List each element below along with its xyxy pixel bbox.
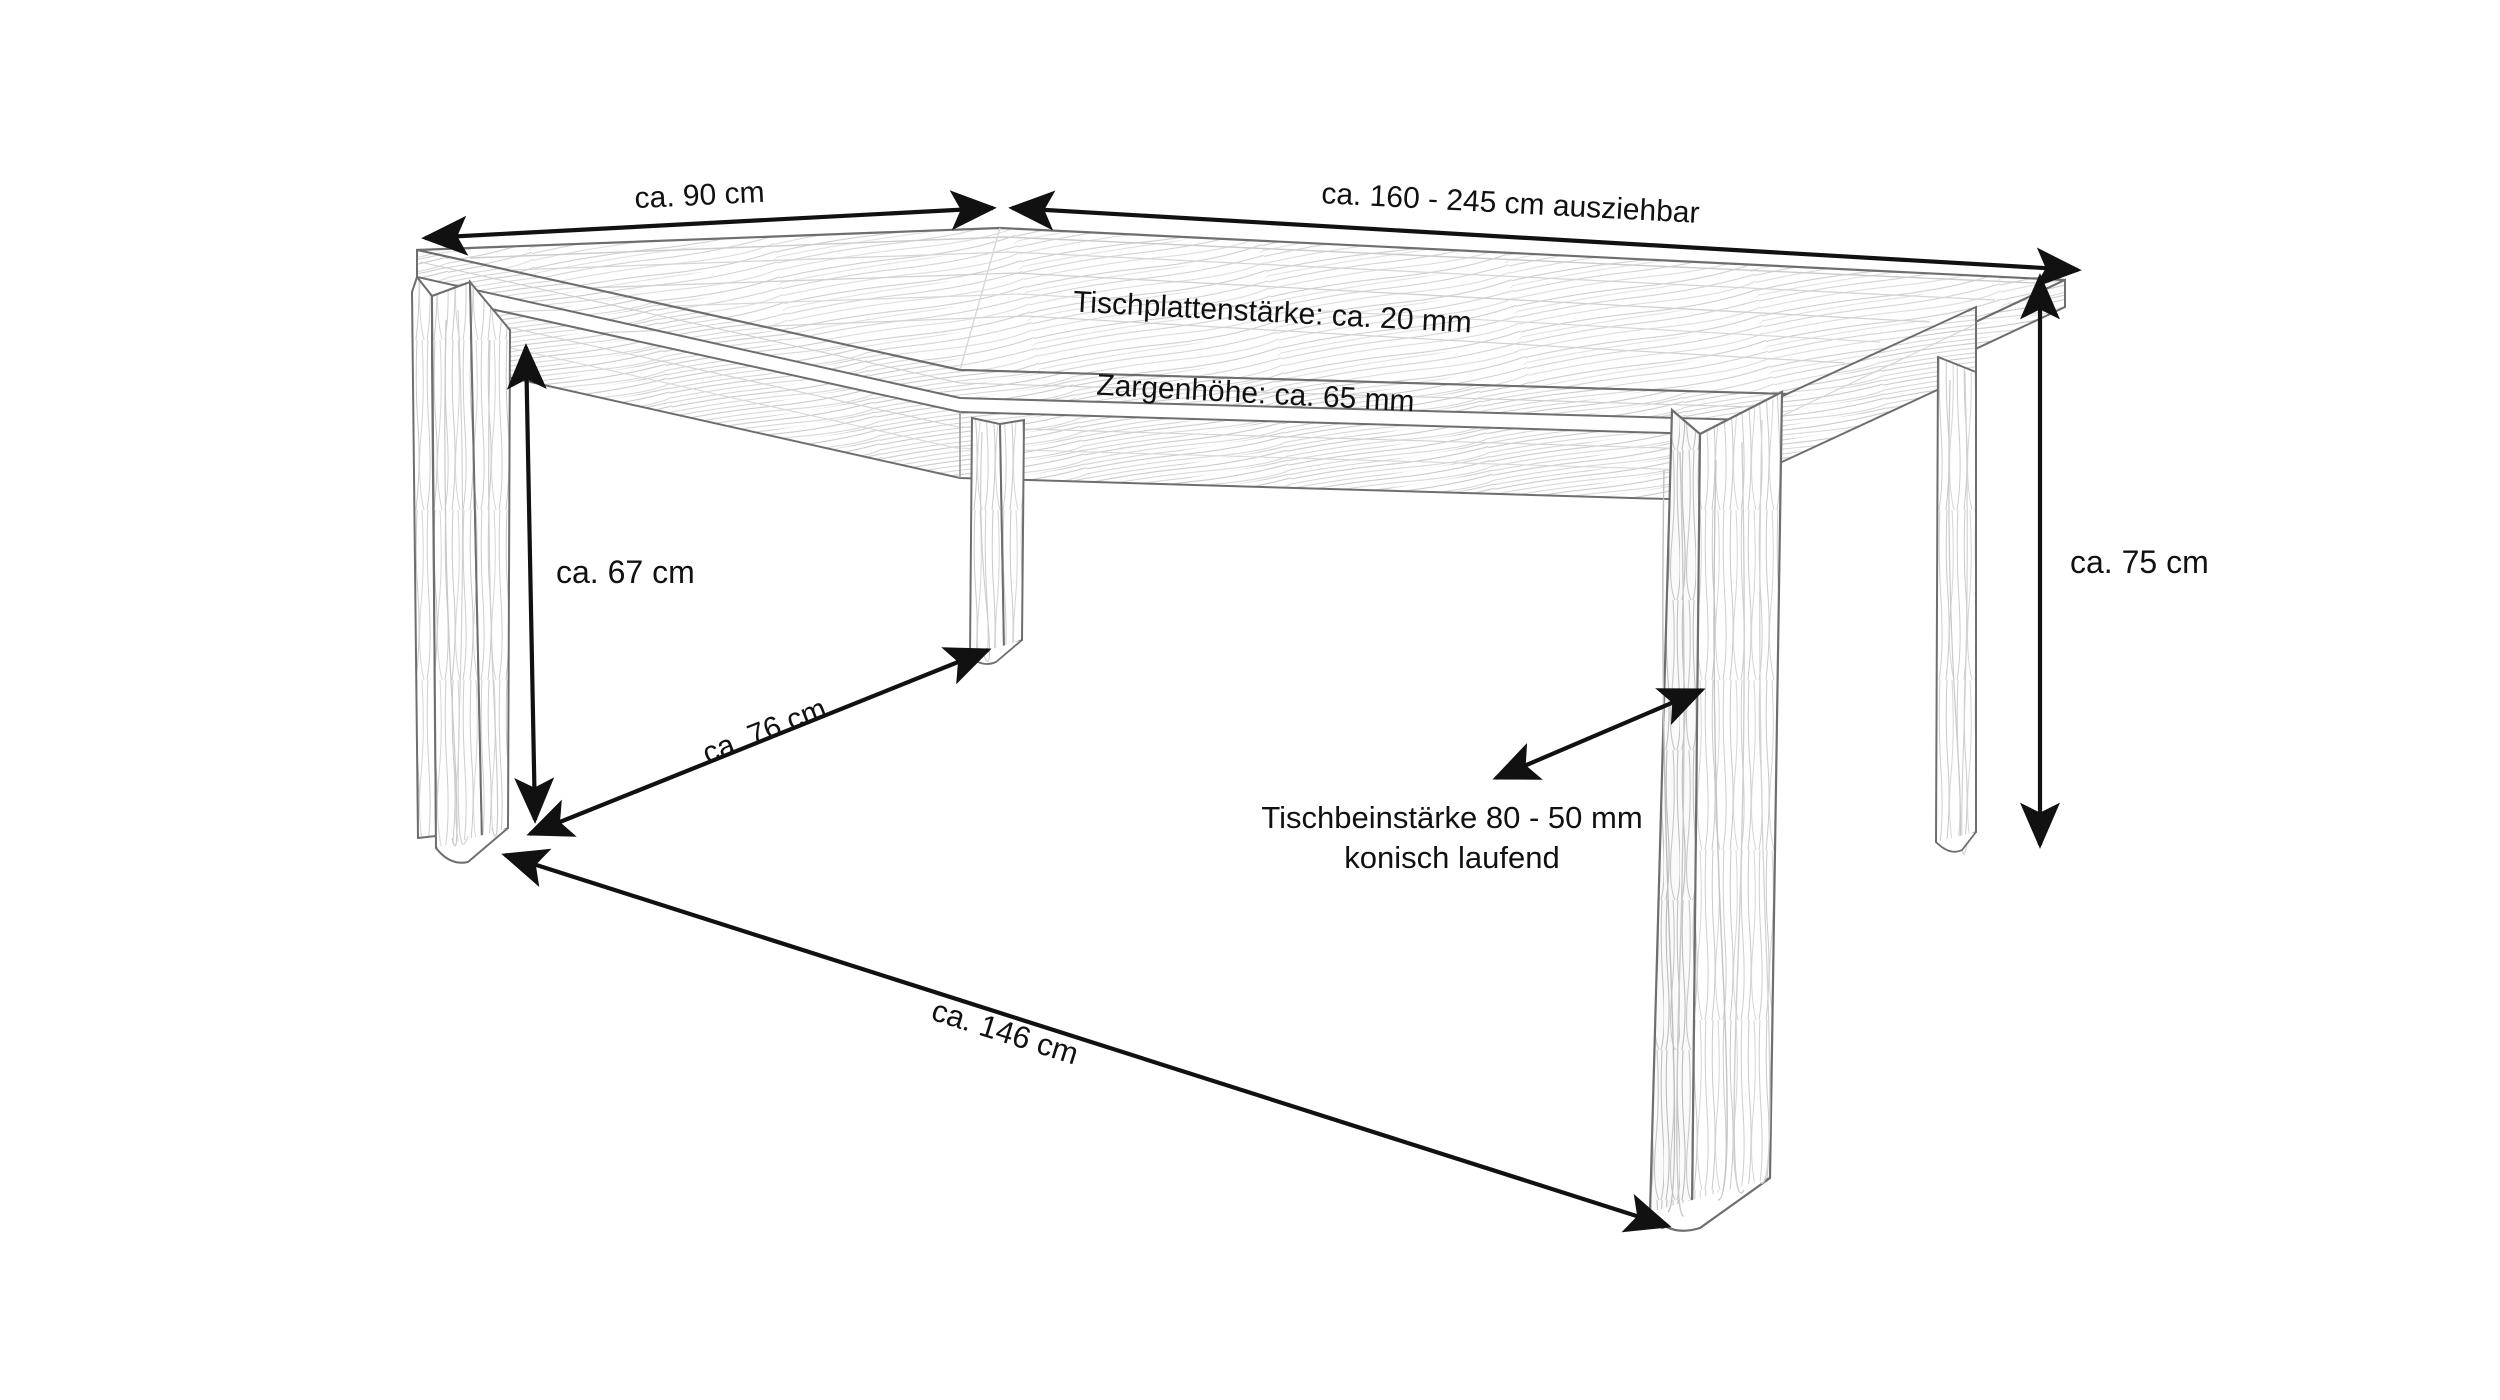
table-leg-back-right: [1934, 355, 1977, 856]
dimline-leg-inner-span: [526, 647, 992, 837]
dimline-width-top: [1008, 190, 2082, 288]
dimline-diagonal-length: [501, 848, 1672, 1233]
dimline-leg-thickness: [1492, 688, 1706, 780]
dimension-lines: [421, 190, 2082, 1233]
table-leg-back-middle: [968, 416, 1026, 665]
label-leg-thickness-line2: konisch laufend: [1344, 840, 1559, 875]
table-leg-front-left: [430, 279, 512, 864]
label-leg-thickness-line1: Tischbeinstärke 80 - 50 mm: [1261, 800, 1642, 835]
label-total-height: ca. 75 cm: [2070, 544, 2209, 580]
label-clearance-height: ca. 67 cm: [556, 554, 695, 590]
label-depth-top: ca. 90 cm: [634, 176, 766, 215]
dimline-depth-top: [421, 190, 997, 256]
table-leg-front-right: [1648, 390, 1784, 1232]
